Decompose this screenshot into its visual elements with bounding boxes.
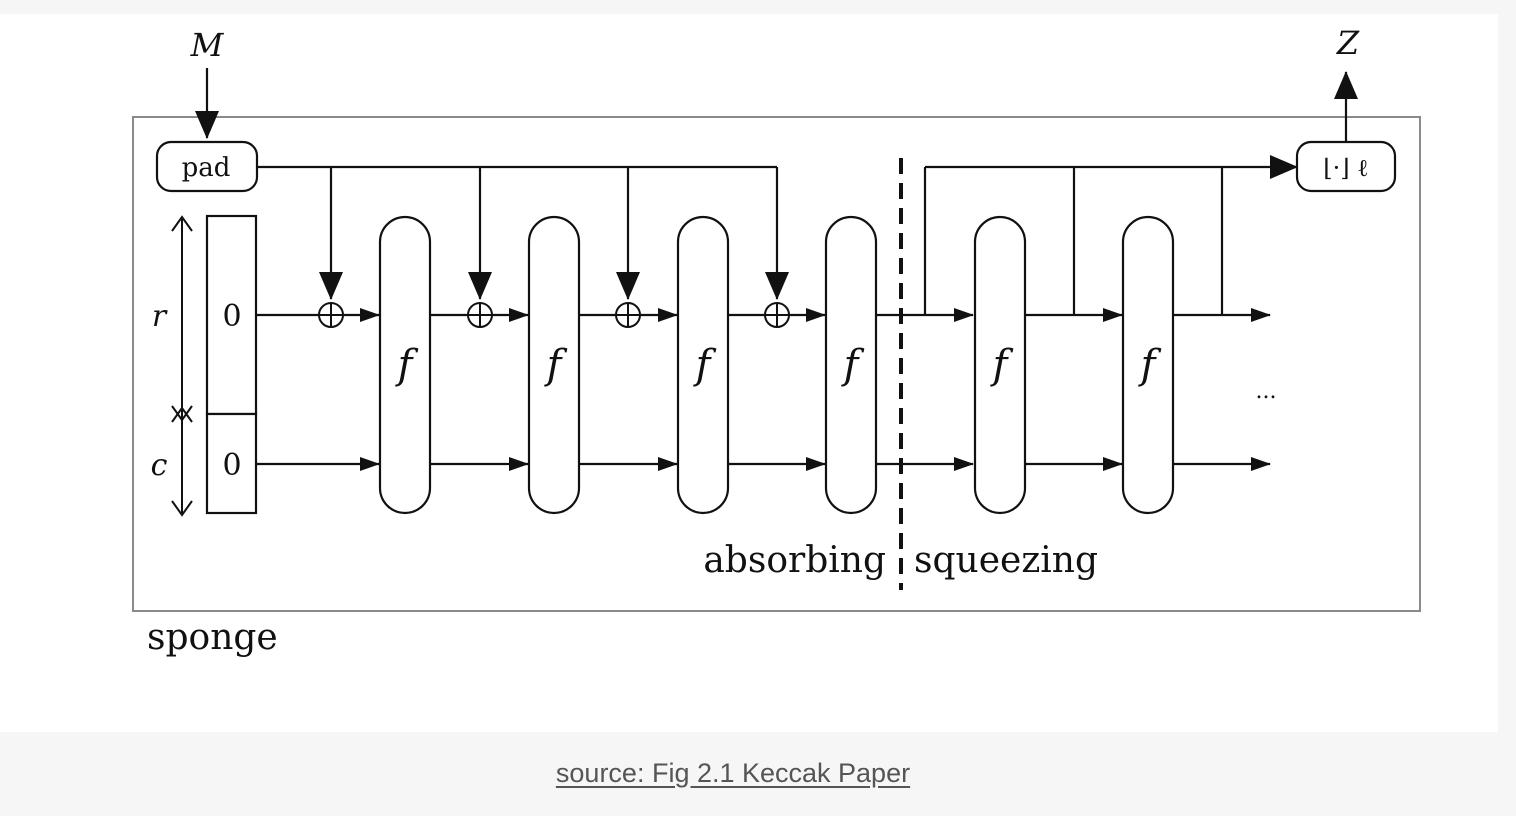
xor-node-3 — [615, 302, 641, 328]
capacity-label: c — [151, 448, 168, 483]
input-m-label: M — [190, 26, 225, 64]
pad-label: pad — [182, 153, 231, 183]
rate-initial-value: 0 — [222, 299, 241, 334]
rate-label: r — [152, 299, 168, 334]
f-block-6 — [1121, 215, 1175, 515]
squeeze-taps — [923, 155, 1298, 315]
dimension-arrows — [171, 215, 193, 517]
f-block-3 — [676, 215, 730, 515]
capacity-initial-value: 0 — [222, 448, 241, 483]
sponge-diagram: M pad 0 0 r c — [132, 24, 1421, 658]
pad-drops — [319, 167, 789, 300]
xor-node-2 — [467, 302, 493, 328]
f-block-5 — [973, 215, 1027, 515]
phase-squeezing-label: squeezing — [914, 540, 1098, 581]
figure-card: M pad 0 0 r c — [0, 14, 1498, 732]
sponge-frame — [132, 116, 1421, 612]
f-block-1 — [378, 215, 432, 515]
f-block-2 — [527, 215, 581, 515]
xor-node-1 — [318, 302, 344, 328]
phase-absorbing-label: absorbing — [703, 540, 886, 581]
f-block-4 — [824, 215, 878, 515]
sponge-label: sponge — [147, 617, 278, 658]
ellipsis: ... — [1256, 379, 1277, 404]
xor-node-4 — [764, 302, 790, 328]
output-z-label: Z — [1336, 24, 1360, 62]
truncate-label: ⌊·⌋ ℓ — [1323, 154, 1368, 182]
source-caption-link[interactable]: source: Fig 2.1 Keccak Paper — [555, 758, 911, 788]
